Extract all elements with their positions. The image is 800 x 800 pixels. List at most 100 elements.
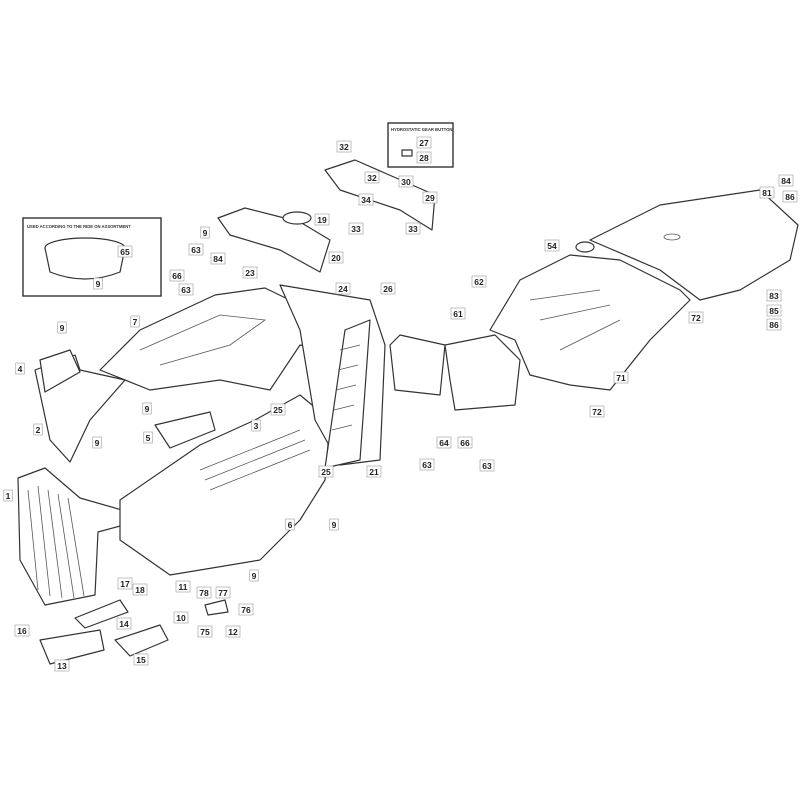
callout-box bbox=[249, 569, 259, 582]
callout-number: 86 bbox=[785, 192, 795, 202]
callout-box bbox=[688, 311, 704, 324]
callout-box bbox=[766, 318, 782, 331]
callout-box bbox=[613, 371, 629, 384]
callout-number: 63 bbox=[191, 245, 201, 255]
callout-box bbox=[117, 245, 133, 258]
callout-box bbox=[457, 436, 473, 449]
callout-box bbox=[436, 436, 452, 449]
bag-chute bbox=[444, 334, 521, 411]
callout-box bbox=[188, 243, 204, 256]
callout-number: 76 bbox=[241, 605, 251, 615]
callout-number: 28 bbox=[419, 153, 429, 163]
inset-assortment: USED ACCORDING TO THE RIDE ON ASSORTMENT bbox=[22, 217, 162, 297]
callout-box bbox=[210, 252, 226, 265]
callout-number: 63 bbox=[482, 461, 492, 471]
callout-box bbox=[251, 419, 261, 432]
callout-box bbox=[33, 423, 43, 436]
callout-number: 25 bbox=[273, 405, 283, 415]
steering-cover bbox=[217, 207, 331, 273]
callout-box bbox=[766, 289, 782, 302]
callout-number: 61 bbox=[453, 309, 463, 319]
callout-box bbox=[14, 624, 30, 637]
callout-number: 71 bbox=[616, 373, 626, 383]
callout-box bbox=[143, 431, 153, 444]
steering-ring bbox=[282, 211, 312, 225]
callout-box bbox=[200, 226, 210, 239]
callout-number: 66 bbox=[172, 271, 182, 281]
callout-number: 81 bbox=[762, 188, 772, 198]
callout-number: 23 bbox=[245, 268, 255, 278]
callout-number: 13 bbox=[57, 661, 67, 671]
callout-box bbox=[196, 586, 212, 599]
callout-box bbox=[398, 175, 414, 188]
callout-number: 84 bbox=[781, 176, 791, 186]
callout-box bbox=[778, 174, 794, 187]
callout-box bbox=[93, 277, 103, 290]
callout-number: 9 bbox=[203, 228, 208, 238]
callout-box bbox=[416, 136, 432, 149]
cover-13 bbox=[39, 629, 105, 665]
callout-box bbox=[380, 282, 396, 295]
callout-box bbox=[589, 405, 605, 418]
callout-number: 34 bbox=[361, 195, 371, 205]
callout-box bbox=[130, 315, 140, 328]
callout-box bbox=[285, 518, 295, 531]
callout-number: 7 bbox=[133, 317, 138, 327]
callout-box bbox=[133, 653, 149, 666]
callout-number: 30 bbox=[401, 177, 411, 187]
callout-number: 63 bbox=[422, 460, 432, 470]
callout-number: 9 bbox=[95, 438, 100, 448]
callout-number: 10 bbox=[176, 613, 186, 623]
callout-number: 18 bbox=[135, 585, 145, 595]
callout-box bbox=[766, 304, 782, 317]
callout-number: 85 bbox=[769, 306, 779, 316]
gear-button bbox=[401, 149, 413, 157]
inset-gear-button-title: HYDROSTATIC GEAR BUTTON bbox=[391, 127, 452, 132]
cover-15 bbox=[114, 624, 169, 657]
callout-box bbox=[416, 151, 432, 164]
callout-box bbox=[405, 222, 421, 235]
callout-number: 32 bbox=[367, 173, 377, 183]
callout-number: 5 bbox=[146, 433, 151, 443]
collection-ring-body bbox=[44, 247, 126, 280]
callout-box bbox=[450, 307, 466, 320]
callout-box bbox=[358, 193, 374, 206]
callout-box bbox=[225, 625, 241, 638]
callout-box bbox=[544, 239, 560, 252]
callout-box bbox=[335, 282, 351, 295]
callout-number: 65 bbox=[120, 247, 130, 257]
callout-number: 9 bbox=[332, 520, 337, 530]
callout-number: 29 bbox=[425, 193, 435, 203]
callout-number: 63 bbox=[181, 285, 191, 295]
callout-number: 21 bbox=[369, 467, 379, 477]
callout-box bbox=[238, 603, 254, 616]
callout-box bbox=[318, 465, 334, 478]
callout-number: 86 bbox=[769, 320, 779, 330]
callout-box bbox=[366, 465, 382, 478]
side-vent-right bbox=[154, 411, 216, 449]
callout-box bbox=[364, 171, 380, 184]
callout-number: 14 bbox=[119, 619, 129, 629]
callout-number: 83 bbox=[769, 291, 779, 301]
callout-number: 27 bbox=[419, 138, 429, 148]
callout-box bbox=[270, 403, 286, 416]
callout-number: 15 bbox=[136, 655, 146, 665]
callout-number: 4 bbox=[18, 364, 23, 374]
rear-top-cover bbox=[589, 189, 799, 301]
bag-cover bbox=[389, 334, 446, 396]
vertical-strip bbox=[324, 319, 371, 469]
callout-box bbox=[328, 251, 344, 264]
callout-box bbox=[782, 190, 798, 203]
callout-box bbox=[471, 275, 487, 288]
callout-number: 26 bbox=[383, 284, 393, 294]
callout-number: 17 bbox=[120, 579, 130, 589]
callout-box bbox=[348, 222, 364, 235]
callout-number: 78 bbox=[199, 588, 209, 598]
callout-number: 64 bbox=[439, 438, 449, 448]
side-vent-left bbox=[39, 349, 81, 393]
callout-number: 9 bbox=[60, 323, 65, 333]
callout-box bbox=[422, 191, 438, 204]
callout-number: 77 bbox=[218, 588, 228, 598]
callout-number: 20 bbox=[331, 253, 341, 263]
